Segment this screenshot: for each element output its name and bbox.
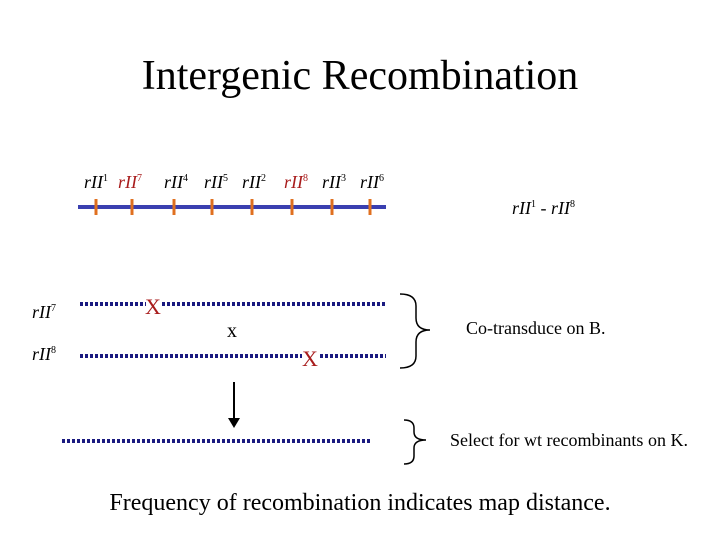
allele-label-rii1: rII1 xyxy=(84,172,108,192)
allele-label-rii5: rII5 xyxy=(204,172,228,192)
crossover-marker: x xyxy=(227,320,237,342)
parent2-label: rII8 xyxy=(32,344,56,364)
footer-caption: Frequency of recombination indicates map… xyxy=(109,490,611,516)
mutation-marker-parent1: X xyxy=(145,294,161,319)
map-range-label: rII1 - rII8 xyxy=(512,198,575,218)
allele-label-rii3: rII3 xyxy=(322,172,346,192)
down-arrow-head xyxy=(228,418,240,428)
gene-map-ticks xyxy=(94,199,372,215)
parents-brace xyxy=(399,293,431,369)
allele-label-rii2: rII2 xyxy=(242,172,266,192)
parent1-label: rII7 xyxy=(32,302,56,322)
co-transduce-note: Co-transduce on B. xyxy=(466,318,606,338)
mutation-marker-parent2: X xyxy=(302,346,318,371)
allele-label-rii8: rII8 xyxy=(284,172,308,192)
allele-label-rii4: rII4 xyxy=(164,172,188,192)
select-recombinants-note: Select for wt recombinants on K. xyxy=(450,430,688,450)
recombinant-brace xyxy=(403,419,427,465)
allele-label-rii6: rII6 xyxy=(360,172,384,192)
page-title: Intergenic Recombination xyxy=(141,53,579,99)
allele-label-rii7: rII7 xyxy=(118,172,142,192)
